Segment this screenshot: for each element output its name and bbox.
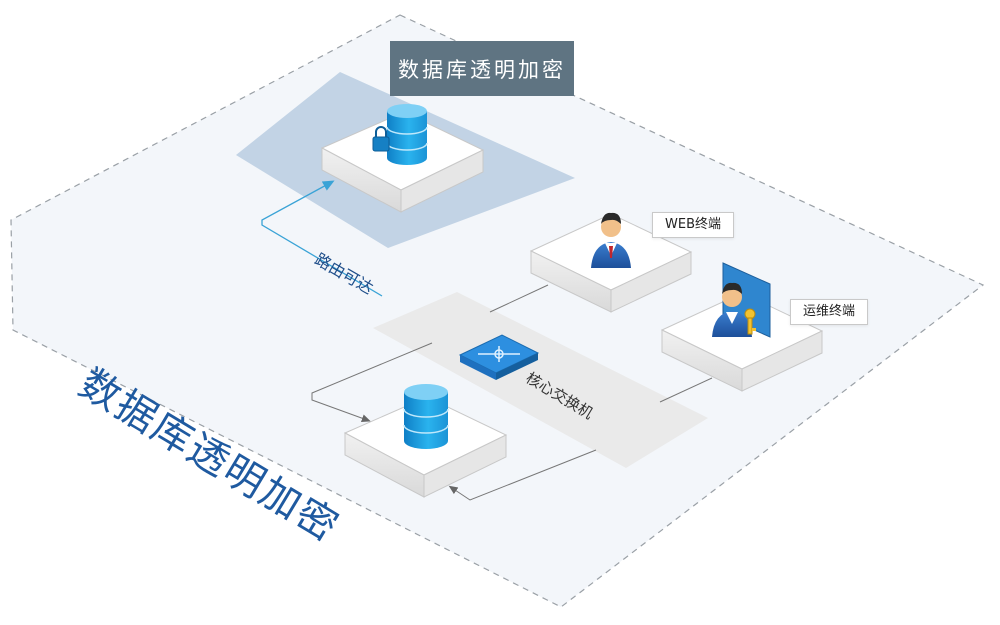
connection-lines: [311, 284, 713, 501]
banner-title: 数据库透明加密: [390, 41, 574, 96]
network-switch-icon: [458, 334, 540, 380]
user-icon: [591, 212, 631, 268]
switch-plane: [373, 292, 708, 468]
route-arrow: [261, 180, 383, 297]
admin-key-icon: [712, 262, 771, 338]
database-icon: [403, 384, 449, 449]
encrypted-database-icon: [372, 104, 428, 165]
web-terminal-label: WEB终端: [652, 212, 734, 238]
ops-terminal-label: 运维终端: [790, 299, 869, 325]
